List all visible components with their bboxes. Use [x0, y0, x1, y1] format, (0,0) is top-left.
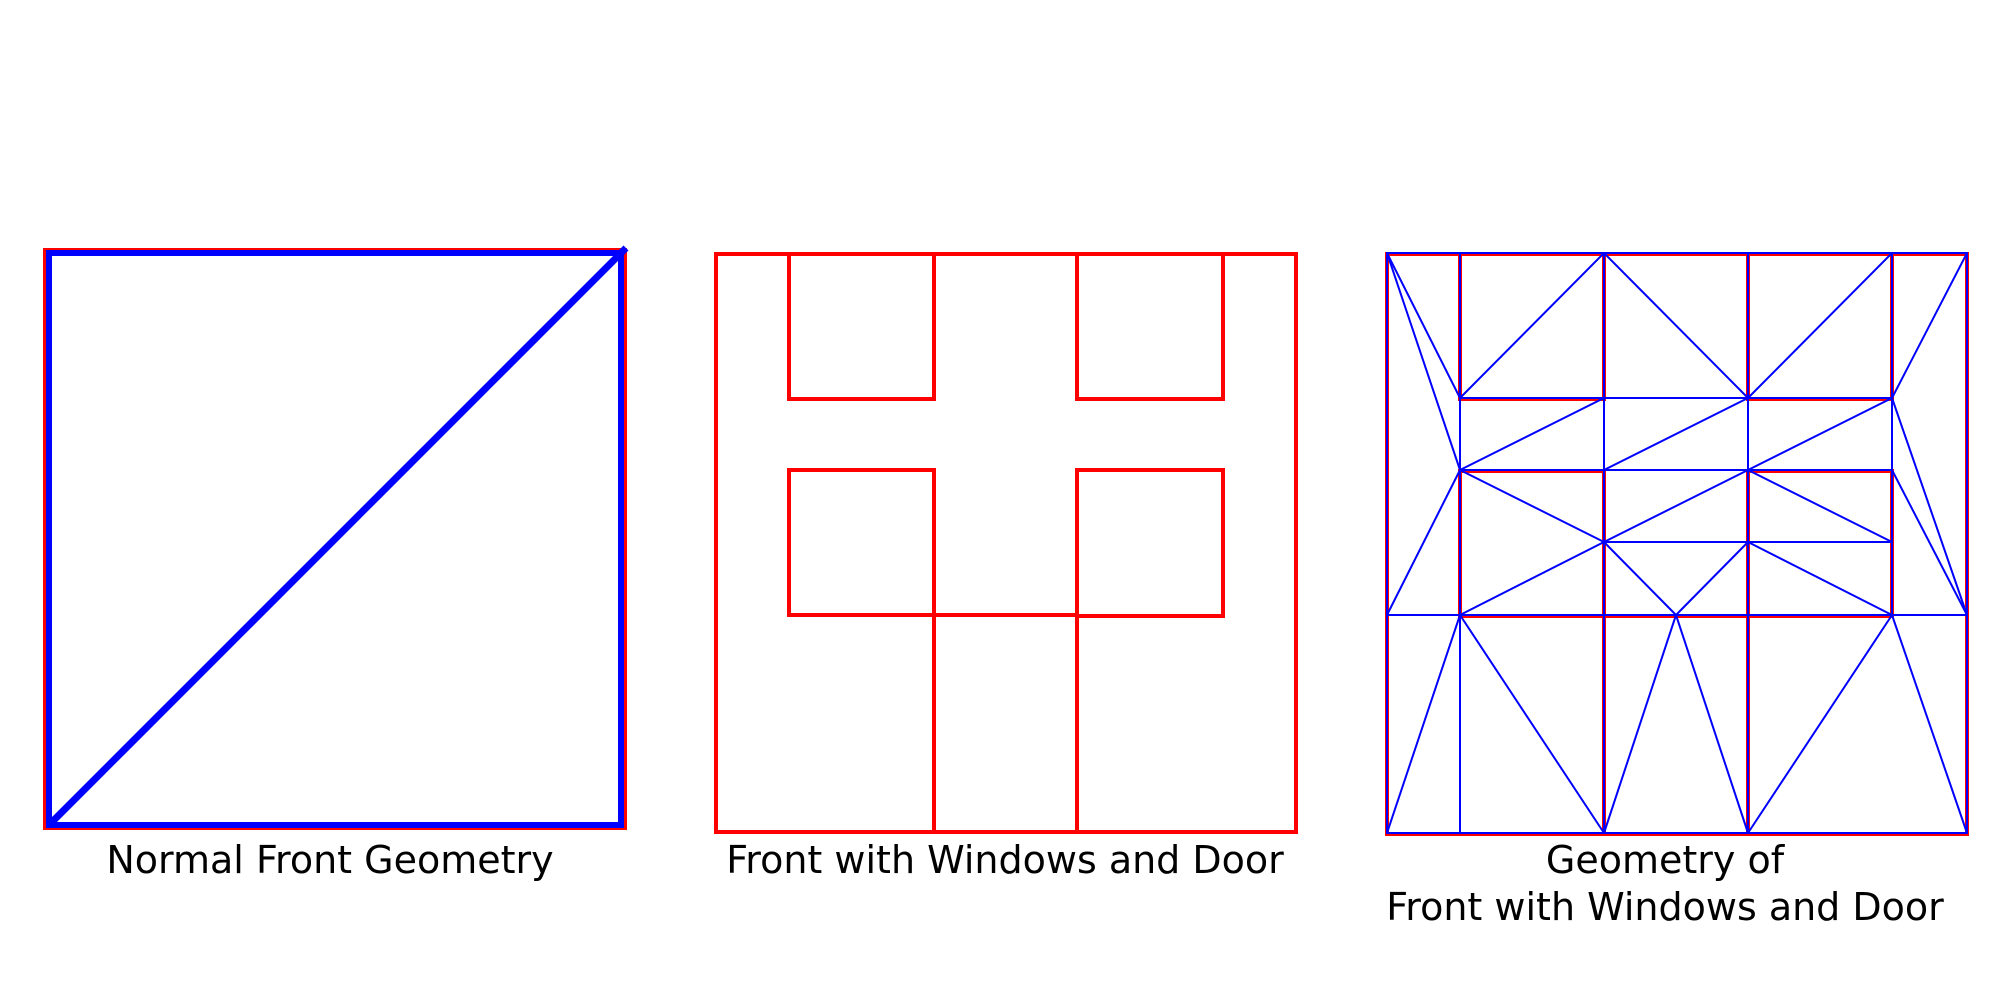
window-middle-left: [787, 468, 936, 617]
front-outline: [1385, 252, 1969, 836]
mesh-line: [1459, 614, 1605, 834]
caption-geometry-front-windows-door: Geometry of Front with Windows and Door: [1360, 837, 1970, 931]
panel-geometry-mesh: [1385, 252, 1969, 836]
mesh-line: [1386, 252, 1461, 399]
mesh-line: [1891, 252, 1968, 399]
window-middle-right: [1075, 468, 1225, 618]
mesh-line: [1603, 397, 1749, 471]
mesh-line: [1747, 469, 1893, 543]
mesh-line: [1747, 397, 1893, 471]
mesh-line: [1386, 252, 1461, 471]
mesh-line: [1459, 397, 1605, 471]
mesh-line: [1891, 397, 1968, 616]
mesh-line: [1603, 614, 1677, 834]
mesh-line: [1747, 252, 1893, 399]
triangulation-mesh: [1386, 252, 1968, 834]
mesh-line: [1891, 614, 1968, 834]
window-top-left: [787, 252, 936, 401]
mesh-line: [1459, 252, 1605, 399]
front-outline: [714, 252, 1298, 834]
door: [1602, 614, 1750, 836]
panel-front-windows-door: [714, 252, 1298, 834]
mesh-line: [1675, 541, 1749, 616]
mesh-line: [1747, 614, 1893, 834]
mesh-line: [1603, 252, 1749, 399]
window-middle-left: [1458, 469, 1606, 618]
mesh-line: [1459, 541, 1605, 616]
door: [932, 613, 1079, 834]
caption-line: Normal Front Geometry: [106, 838, 554, 882]
mesh-line: [1386, 469, 1461, 616]
mesh-line: [1603, 541, 1677, 616]
front-outlines: [1385, 252, 1969, 836]
mesh-outline: [46, 250, 624, 828]
mesh-line: [1747, 541, 1893, 616]
caption-line: Geometry of: [1545, 838, 1785, 882]
caption-normal-front-geometry: Normal Front Geometry: [30, 837, 630, 884]
window-top-right: [1075, 252, 1225, 401]
mesh-line: [1386, 614, 1461, 834]
mesh-diagonal: [46, 245, 629, 828]
caption-line: Front with Windows and Door: [726, 838, 1284, 882]
caption-line: Front with Windows and Door: [1386, 885, 1944, 929]
panel-normal-front: [43, 245, 629, 830]
mesh-line: [1891, 469, 1968, 616]
window-middle-right: [1746, 469, 1894, 618]
mesh-line: [1603, 469, 1749, 543]
caption-front-windows-door: Front with Windows and Door: [690, 837, 1320, 884]
mesh-line: [1675, 614, 1749, 834]
mesh-line: [1459, 469, 1605, 543]
